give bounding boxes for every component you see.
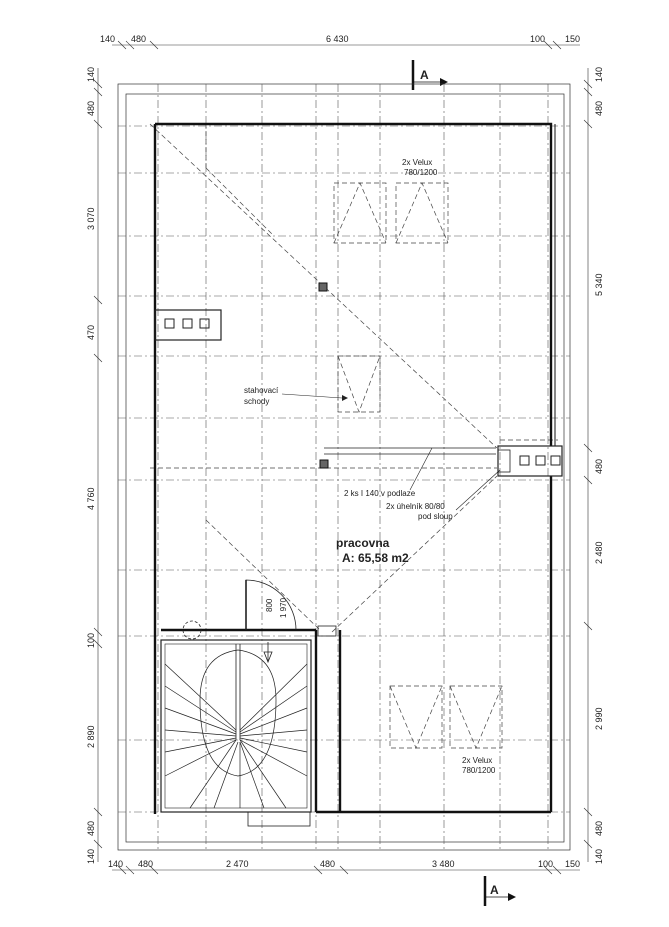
dim-right-0: 140 (594, 67, 604, 82)
columns (318, 282, 329, 469)
dim-bottom-3: 480 (320, 859, 335, 869)
staircase (160, 639, 312, 827)
folding-stairs-label-2: schody (244, 397, 269, 406)
angle-note-1: 2x úhelník 80/80 (386, 502, 445, 511)
angle-note-2: pod sloup (418, 512, 453, 521)
door-height: 1 970 (279, 597, 288, 618)
room-name: pracovna (336, 536, 390, 550)
room-area: A: 65,58 m2 (342, 551, 409, 565)
dim-bottom-1: 480 (138, 859, 153, 869)
dimension-lines (93, 40, 593, 875)
beam-note: 2 ks I 140 v podlaze (344, 489, 416, 498)
construction-grid (118, 84, 570, 850)
dim-right-7: 140 (594, 849, 604, 864)
dim-left-3: 470 (86, 325, 96, 340)
folding-stairs (281, 355, 381, 413)
left-dimensions: 140 480 3 070 470 4 760 100 2 890 480 14… (86, 67, 96, 864)
dim-bottom-6: 150 (565, 859, 580, 869)
walls (153, 122, 556, 814)
door-width: 800 (265, 598, 274, 612)
velux-bottom-label-2: 780/1200 (462, 766, 496, 775)
dim-left-8: 140 (86, 849, 96, 864)
velux-top-label-2: 780/1200 (404, 168, 438, 177)
dim-left-7: 480 (86, 821, 96, 836)
roof-hip-lines (149, 123, 558, 633)
dim-left-4: 4 760 (86, 487, 96, 510)
beam-leaders (324, 447, 501, 511)
dim-bottom-0: 140 (108, 859, 123, 869)
section-mark-top: A (411, 60, 448, 90)
dim-top-4: 150 (565, 34, 580, 44)
section-label-top: A (420, 68, 429, 82)
dim-top-0: 140 (100, 34, 115, 44)
dim-top-2: 6 430 (326, 34, 349, 44)
velux-bottom-label-1: 2x Velux (462, 756, 492, 765)
dim-right-1: 480 (594, 101, 604, 116)
velux-windows-top (333, 182, 449, 244)
dim-left-6: 2 890 (86, 725, 96, 748)
bottom-dimensions: 140 480 2 470 480 3 480 100 150 (108, 859, 580, 869)
dim-right-5: 2 990 (594, 707, 604, 730)
dim-right-6: 480 (594, 821, 604, 836)
column-upper (318, 282, 328, 292)
dim-right-2: 5 340 (594, 273, 604, 296)
dim-top-3: 100 (530, 34, 545, 44)
right-dimensions: 140 480 5 340 480 2 480 2 990 480 140 (594, 67, 604, 864)
dim-left-1: 480 (86, 101, 96, 116)
section-label-bottom: A (490, 883, 499, 897)
roof-outline (117, 83, 571, 851)
velux-windows-bottom (389, 685, 503, 749)
folding-stairs-label-1: stahovací (244, 386, 279, 395)
chimney-left (154, 309, 222, 341)
chimney-right (497, 445, 563, 477)
dim-bottom-2: 2 470 (226, 859, 249, 869)
dim-bottom-4: 3 480 (432, 859, 455, 869)
dim-top-1: 480 (131, 34, 146, 44)
velux-top-label-1: 2x Velux (402, 158, 432, 167)
door (182, 579, 337, 640)
dim-right-3: 480 (594, 459, 604, 474)
dim-left-2: 3 070 (86, 207, 96, 230)
column-lower (319, 459, 329, 469)
section-mark-bottom: A (483, 876, 516, 906)
dim-right-4: 2 480 (594, 541, 604, 564)
top-dimensions: 140 480 6 430 100 150 (100, 34, 580, 44)
dim-left-0: 140 (86, 67, 96, 82)
dim-left-5: 100 (86, 633, 96, 648)
dim-bottom-5: 100 (538, 859, 553, 869)
